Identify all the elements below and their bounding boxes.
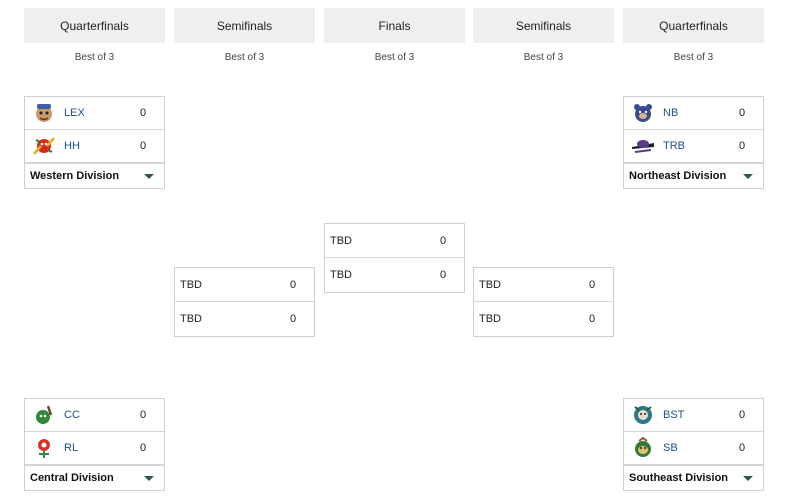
team-row[interactable]: CC 0	[25, 399, 164, 432]
team-abbr: TRB	[663, 140, 685, 152]
team-score: 0	[739, 140, 746, 152]
series-format-label: Best of 3	[74, 52, 115, 63]
chevron-down-icon	[144, 475, 154, 481]
team-row[interactable]: RL 0	[25, 432, 164, 465]
team-abbr: TBD	[180, 278, 202, 291]
division-dropdown[interactable]: Northeast Division	[624, 163, 763, 188]
team-abbr: SB	[663, 442, 678, 454]
team-abbr: RL	[64, 442, 79, 454]
team-abbr: TBD	[479, 313, 501, 325]
matchup-card-central: CC 0 RL 0 Central Division	[24, 398, 165, 491]
team-abbr: NB	[663, 107, 679, 119]
team-abbr: TBD	[180, 313, 202, 325]
column-header-quarterfinals-left: Quarterfinals	[24, 8, 165, 43]
team-score: 0	[589, 313, 596, 325]
team-abbr: LEX	[64, 107, 85, 119]
team-row[interactable]: TBD 0	[474, 268, 613, 302]
team-abbr: BST	[663, 409, 685, 421]
column-header-quarterfinals-right: Quarterfinals	[623, 8, 764, 43]
cc-logo-icon	[32, 403, 56, 427]
series-format-label: Best of 3	[374, 52, 415, 63]
team-score: 0	[440, 234, 447, 247]
team-score: 0	[140, 409, 147, 421]
team-row[interactable]: TRB 0	[624, 130, 763, 163]
team-row[interactable]: TBD 0	[325, 224, 464, 258]
chevron-down-icon	[743, 475, 753, 481]
team-row[interactable]: TBD 0	[474, 302, 613, 336]
team-score: 0	[140, 442, 147, 454]
matchup-card-southeast: BST 0 SB 0 Southeast Division	[623, 398, 764, 491]
team-row[interactable]: HH 0	[25, 130, 164, 163]
team-row[interactable]: TBD 0	[175, 268, 314, 302]
bst-logo-icon	[631, 403, 655, 427]
team-row[interactable]: BST 0	[624, 399, 763, 432]
team-abbr: TBD	[330, 234, 352, 247]
team-abbr: HH	[64, 140, 80, 152]
hh-logo-icon	[32, 134, 56, 158]
team-score: 0	[140, 107, 147, 119]
team-score: 0	[739, 409, 746, 421]
team-abbr: TBD	[479, 278, 501, 291]
team-score: 0	[140, 140, 147, 152]
lex-logo-icon	[32, 101, 56, 125]
column-header-finals: Finals	[324, 8, 465, 43]
sb-logo-icon	[631, 436, 655, 460]
chevron-down-icon	[144, 173, 154, 179]
trb-logo-icon	[631, 134, 655, 158]
division-dropdown[interactable]: Central Division	[25, 465, 164, 490]
team-score: 0	[739, 442, 746, 454]
matchup-card-semifinal-right: TBD 0 TBD 0	[473, 267, 614, 337]
matchup-card-finals: TBD 0 TBD 0	[324, 223, 465, 293]
division-dropdown[interactable]: Southeast Division	[624, 465, 763, 490]
series-format-label: Best of 3	[523, 52, 564, 63]
rl-logo-icon	[32, 436, 56, 460]
team-abbr: TBD	[330, 269, 352, 281]
team-row[interactable]: SB 0	[624, 432, 763, 465]
division-label: Northeast Division	[629, 170, 727, 182]
column-header-semifinals-right: Semifinals	[473, 8, 614, 43]
team-abbr: CC	[64, 409, 80, 421]
team-score: 0	[589, 278, 596, 291]
division-label: Southeast Division	[629, 472, 729, 484]
chevron-down-icon	[743, 173, 753, 179]
team-score: 0	[290, 313, 297, 325]
team-score: 0	[290, 278, 297, 291]
matchup-card-western: LEX 0 HH 0 Western Division	[24, 96, 165, 189]
series-format-label: Best of 3	[673, 52, 714, 63]
column-header-semifinals-left: Semifinals	[174, 8, 315, 43]
division-label: Central Division	[30, 472, 114, 484]
team-score: 0	[739, 107, 746, 119]
division-dropdown[interactable]: Western Division	[25, 163, 164, 188]
matchup-card-semifinal-left: TBD 0 TBD 0	[174, 267, 315, 337]
team-row[interactable]: TBD 0	[325, 258, 464, 292]
series-format-label: Best of 3	[224, 52, 265, 63]
division-label: Western Division	[30, 170, 120, 182]
team-row[interactable]: LEX 0	[25, 97, 164, 130]
team-row[interactable]: TBD 0	[175, 302, 314, 336]
nb-logo-icon	[631, 101, 655, 125]
matchup-card-northeast: NB 0 TRB 0 Northeast Division	[623, 96, 764, 189]
team-row[interactable]: NB 0	[624, 97, 763, 130]
team-score: 0	[440, 269, 447, 281]
